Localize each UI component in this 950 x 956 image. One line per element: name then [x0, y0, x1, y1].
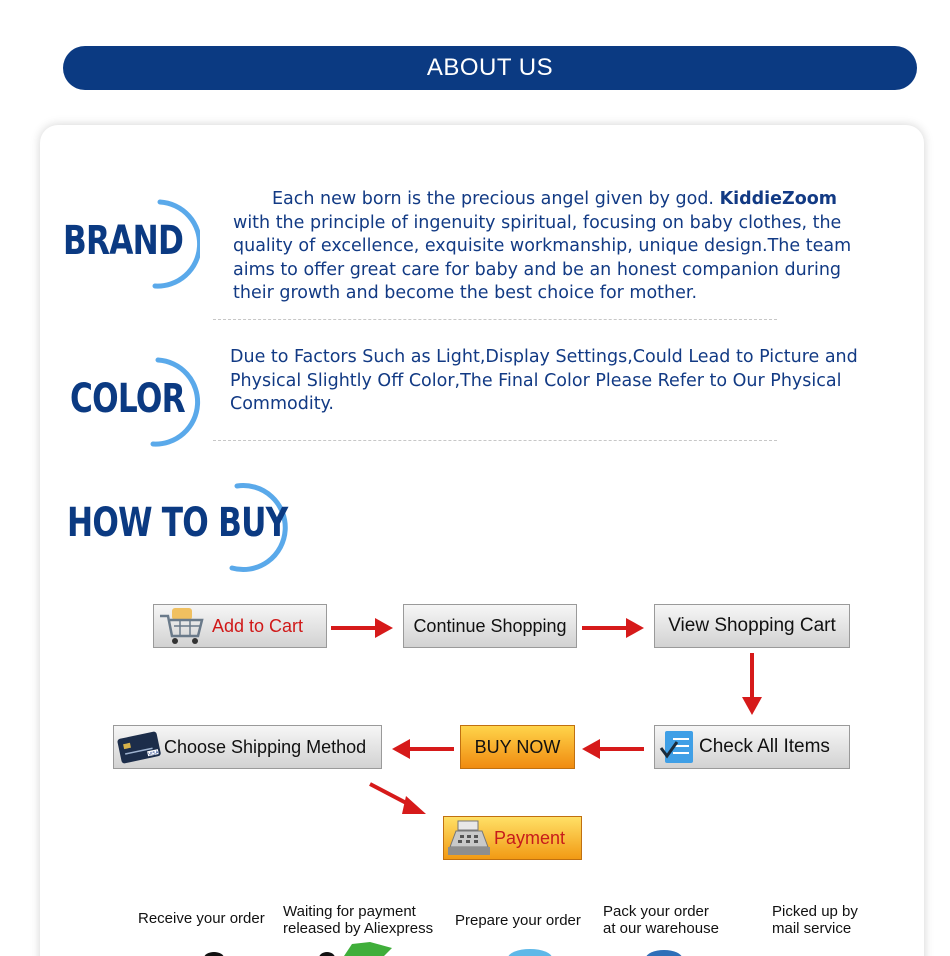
- arrow-left-icon: [392, 739, 454, 759]
- brand-paragraph: Each new born is the precious angel give…: [233, 188, 913, 306]
- brand-ring-icon: [152, 199, 200, 289]
- choose-shipping-method-label: Choose Shipping Method: [164, 736, 367, 757]
- order-step-receive: Receive your order: [138, 910, 265, 927]
- about-us-title: ABOUT US: [426, 54, 554, 81]
- money-icon: [344, 942, 392, 956]
- prepare-order-icon: [508, 949, 552, 956]
- brand-line-5: their growth and become the best choice …: [233, 283, 698, 303]
- color-line-1: Due to Factors Such as Light,Display Set…: [230, 347, 858, 367]
- buy-now-button[interactable]: BUY NOW: [460, 725, 575, 769]
- brand-line-3: quality of excellence, exquisite workman…: [233, 236, 852, 256]
- arrow-down-icon: [742, 653, 762, 715]
- payment-button[interactable]: Payment: [443, 816, 582, 860]
- check-all-items-label: Check All Items: [699, 736, 830, 757]
- arrow-right-icon: [582, 618, 644, 638]
- order-step-icons: [204, 942, 682, 956]
- brand-logo-text: BRAND: [63, 218, 184, 264]
- add-to-cart-button[interactable]: Add to Cart: [153, 604, 327, 648]
- shopping-cart-icon: [160, 608, 204, 644]
- divider-2: [213, 440, 777, 441]
- color-line-2: Physical Slightly Off Color,The Final Co…: [230, 370, 842, 391]
- arrow-right-icon: [331, 618, 393, 638]
- order-step-prepare: Prepare your order: [455, 912, 581, 929]
- add-to-cart-label: Add to Cart: [212, 615, 304, 636]
- buy-now-label: BUY NOW: [474, 736, 561, 757]
- pack-order-icon: [646, 950, 682, 956]
- visa-label: VISA: [148, 749, 160, 757]
- arrow-diagonal-icon: [369, 782, 426, 814]
- order-step-pickup: Picked up by mail service: [772, 903, 858, 937]
- credit-card-icon: VISA: [117, 731, 161, 764]
- about-us-header: ABOUT US: [63, 46, 917, 90]
- cash-register-icon: [448, 820, 490, 855]
- brand-line-1: Each new born is the precious angel give…: [272, 189, 838, 209]
- color-logo-text: COLOR: [70, 376, 186, 422]
- arrow-left-icon: [582, 739, 644, 759]
- brand-line-2: with the principle of ingenuity spiritua…: [233, 212, 842, 233]
- waiting-payment-icon: [319, 952, 335, 956]
- continue-shopping-label: Continue Shopping: [413, 615, 567, 636]
- brand-name: KiddieZoom: [719, 189, 838, 209]
- continue-shopping-button[interactable]: Continue Shopping: [403, 604, 577, 648]
- receive-order-icon: [204, 952, 224, 956]
- view-shopping-cart-label: View Shopping Cart: [668, 615, 836, 636]
- choose-shipping-method-button[interactable]: VISA Choose Shipping Method: [113, 725, 382, 769]
- color-logo: COLOR: [68, 354, 208, 450]
- payment-label: Payment: [494, 827, 566, 848]
- color-line-3: Commodity.: [230, 394, 334, 414]
- order-step-waiting: Waiting for payment released by Aliexpre…: [283, 903, 434, 937]
- order-step-pack: Pack your order at our warehouse: [603, 903, 719, 937]
- how-to-buy-logo-text: HOW TO BUY: [67, 500, 288, 546]
- color-ring-icon: [150, 357, 201, 447]
- check-all-items-button[interactable]: Check All Items: [654, 725, 850, 769]
- view-shopping-cart-button[interactable]: View Shopping Cart: [654, 604, 850, 648]
- brand-logo: BRAND: [60, 196, 200, 292]
- how-to-buy-logo: HOW TO BUY: [65, 478, 295, 574]
- color-paragraph: Due to Factors Such as Light,Display Set…: [230, 346, 920, 417]
- divider-1: [213, 319, 777, 320]
- brand-line-4: aims to offer great care for baby and be…: [233, 259, 842, 280]
- how-to-buy-ring-icon: [229, 483, 288, 573]
- checklist-icon: [659, 731, 693, 763]
